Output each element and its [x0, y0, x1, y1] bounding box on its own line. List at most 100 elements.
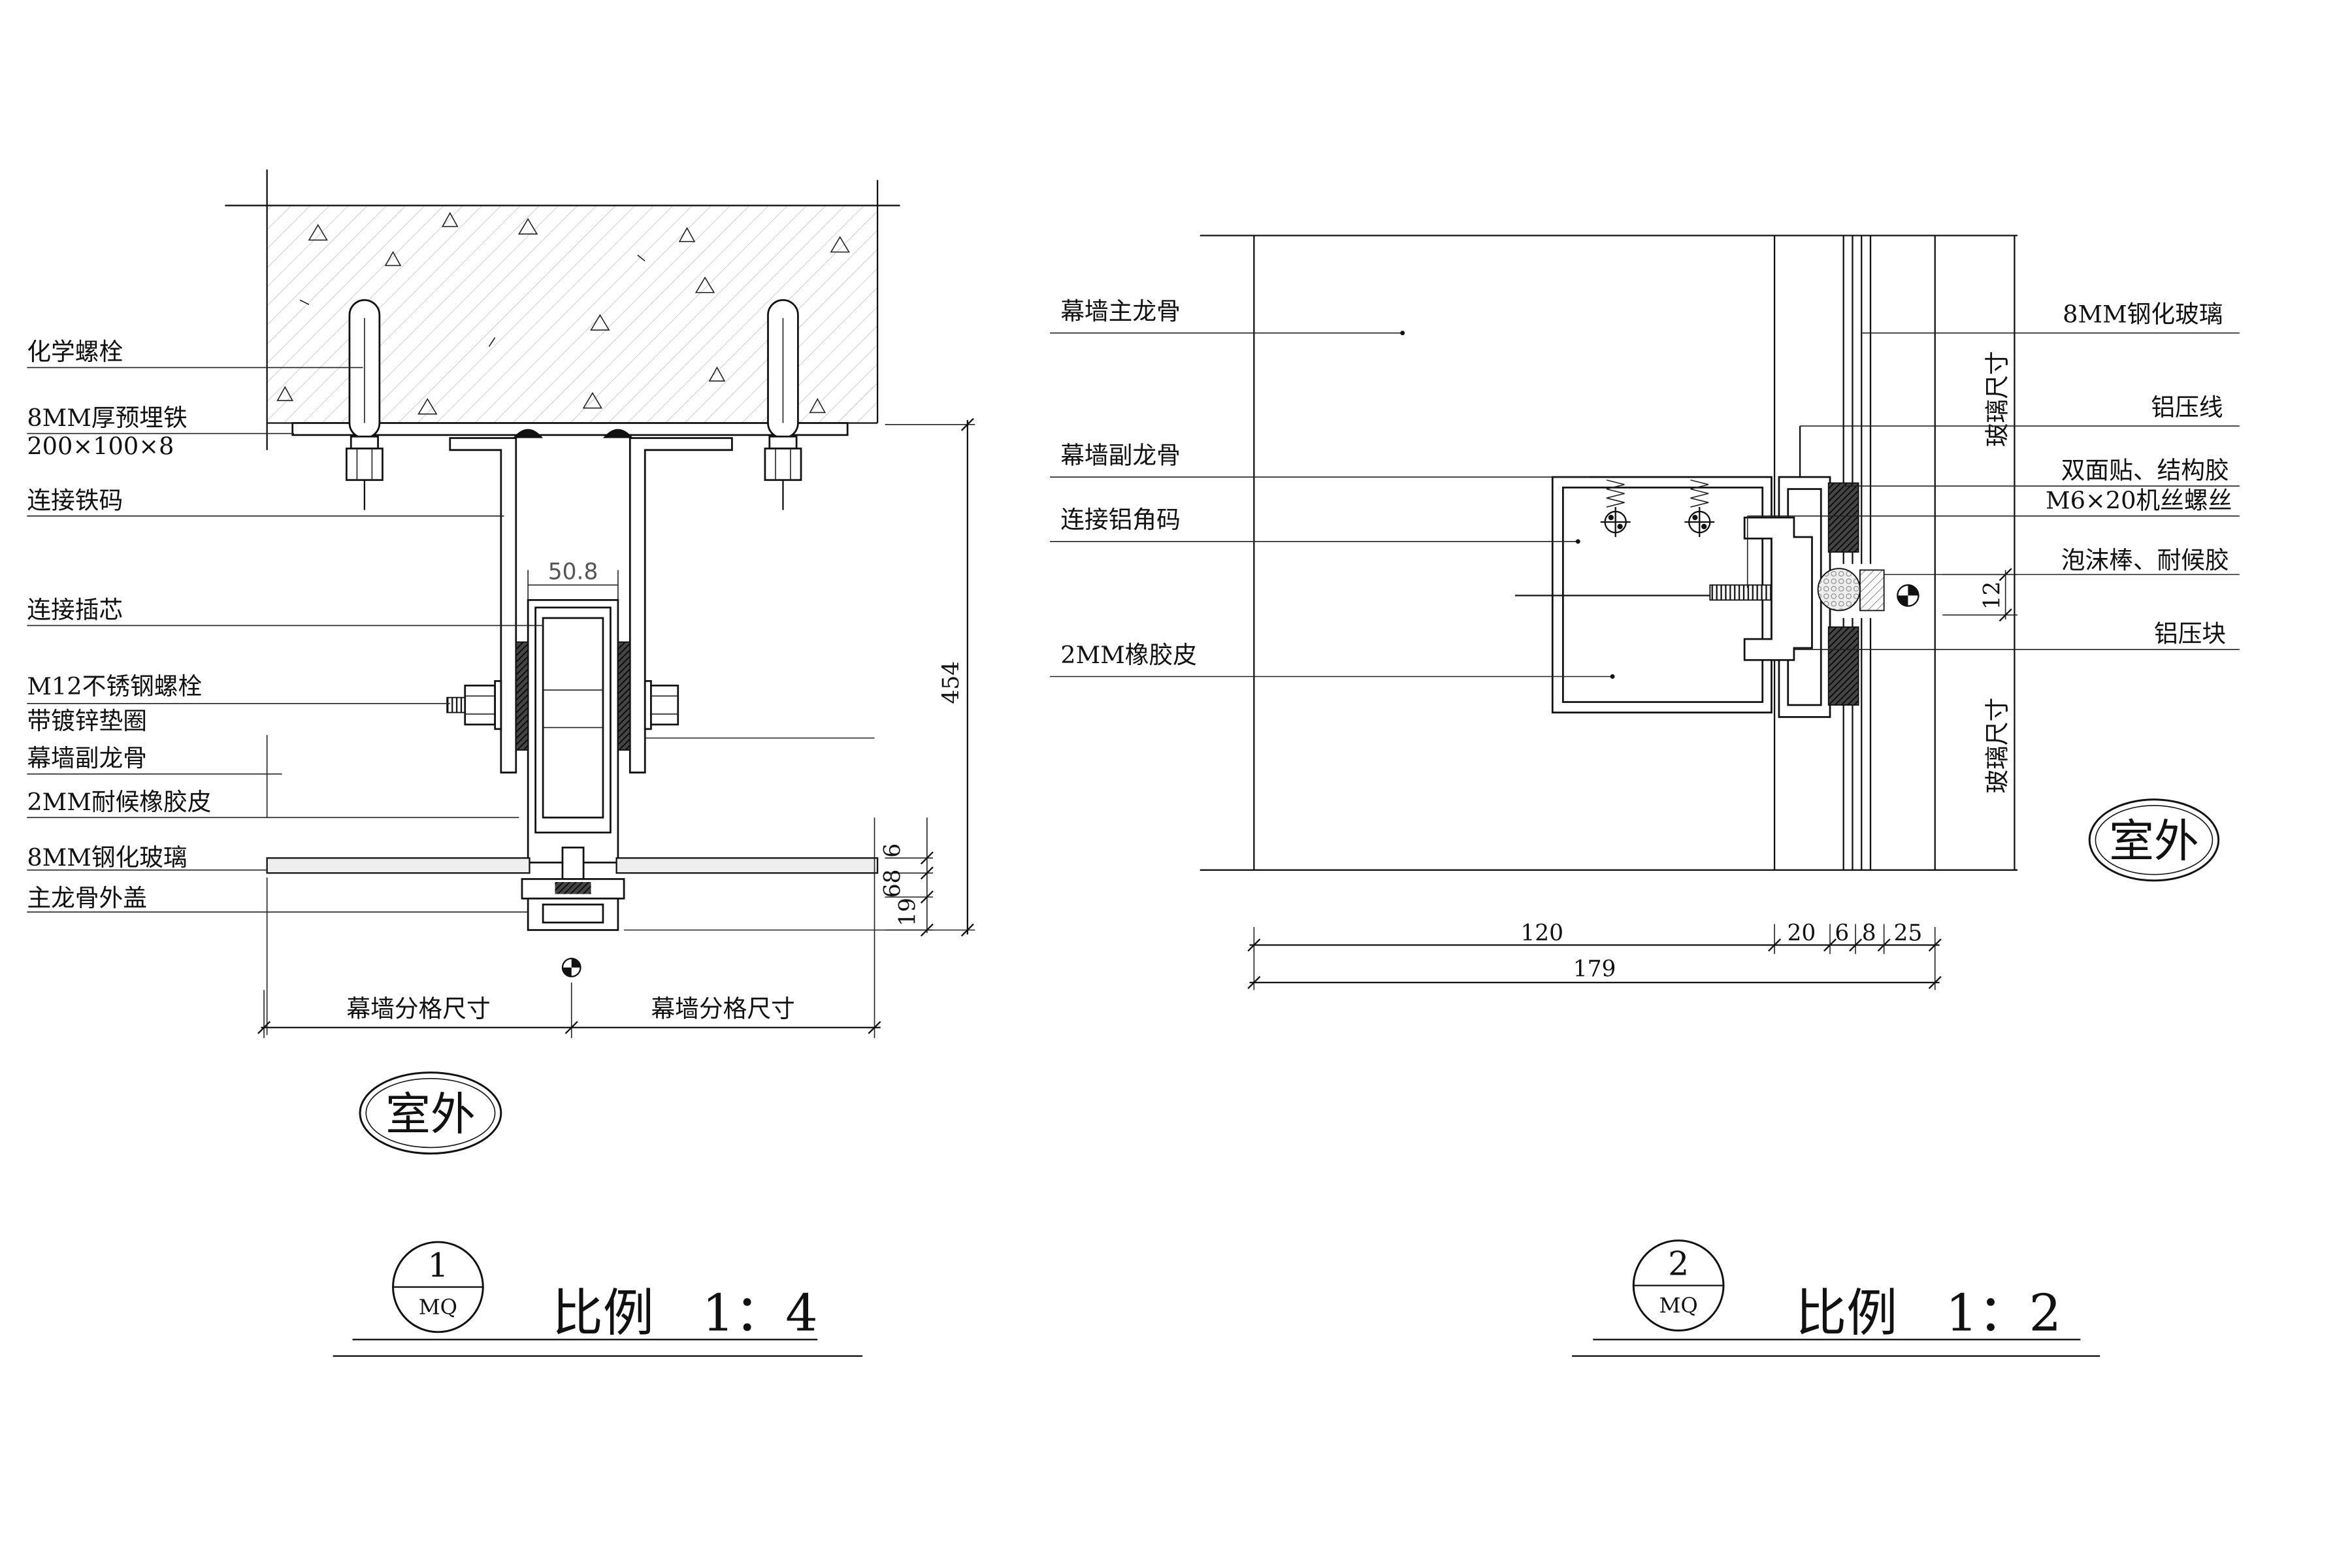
centre-mark	[1897, 584, 1919, 607]
embedded-plate	[291, 422, 849, 436]
bolt-washer-left	[494, 680, 502, 730]
label-main-mullion: 幕墙主龙骨	[1060, 297, 1181, 325]
structural-sealant-top	[1827, 482, 1859, 553]
dim-ticks	[960, 417, 974, 937]
detail-tag: 2 MQ	[1632, 1239, 1725, 1332]
cover-gasket	[555, 882, 591, 894]
dim-8: 8	[1862, 921, 1876, 947]
label-rubber: 2MM橡胶皮	[1060, 641, 1197, 669]
leader-dot	[1400, 331, 1405, 336]
bolt-nut	[764, 448, 802, 482]
label-embed-plate: 8MM厚预埋铁	[27, 404, 187, 432]
centre-quadrant	[571, 958, 581, 968]
bolt-washer	[350, 435, 379, 449]
scale-value: 1：2	[1946, 1284, 2061, 1343]
dim-19: 19	[895, 898, 921, 926]
spring	[1606, 479, 1625, 508]
dim-68: 68	[880, 869, 906, 898]
scale-value: 1：4	[702, 1284, 817, 1343]
label-embed-plate-size: 200×100×8	[27, 433, 174, 461]
scale-label: 比例	[552, 1284, 654, 1343]
dim-ticks	[1247, 938, 1942, 952]
sub-mullion-inner	[534, 606, 612, 834]
exterior-ellipse-outer	[359, 1071, 502, 1155]
pressure-block	[1743, 516, 1813, 661]
dim-extensions	[885, 857, 934, 931]
label-connector: 连接铁码	[27, 486, 123, 514]
exterior-mark: 室外	[2088, 798, 2220, 882]
chemical-bolt-right	[764, 299, 802, 510]
dim-height: 454	[938, 661, 964, 704]
leader-lines	[1050, 331, 2240, 679]
dim-ticks	[920, 851, 934, 937]
dim-6: 6	[1835, 921, 1849, 947]
cover-body	[527, 897, 619, 931]
bolt-thread	[446, 696, 466, 713]
centre-mark	[561, 957, 581, 977]
chemical-bolt-left	[345, 299, 384, 510]
glass-bottom	[1842, 617, 1872, 870]
label-glass-size-top: 玻璃尺寸	[1984, 351, 2012, 447]
screw-left	[1600, 479, 1631, 537]
dim-6: 6	[880, 843, 906, 858]
label-glass: 8MM钢化玻璃	[27, 843, 187, 872]
tag-number: 1	[427, 1246, 448, 1284]
weather-sealant	[1859, 569, 1885, 612]
bolt-nut	[345, 448, 384, 482]
dim-grid-right: 幕墙分格尺寸	[651, 995, 794, 1023]
screw-cross	[1600, 507, 1631, 537]
weld-left	[513, 429, 544, 438]
label-angle-bracket: 连接铝角码	[1060, 506, 1181, 534]
bolt-nut-left	[464, 684, 497, 726]
glass-top	[1842, 235, 1872, 564]
screw-cross	[1684, 507, 1715, 537]
label-washer: 带镀锌垫圈	[27, 707, 147, 735]
label-rubber: 2MM耐候橡胶皮	[27, 788, 211, 816]
foam-rod	[1817, 568, 1861, 612]
dim-25: 25	[1894, 921, 1923, 947]
leader-dot	[1575, 539, 1580, 544]
label-tape-sealant: 双面贴、结构胶	[2061, 456, 2229, 484]
screw-dot	[1617, 523, 1623, 530]
dim-20: 20	[1787, 921, 1816, 947]
connector-angle-right	[629, 437, 733, 774]
weld-right	[602, 429, 633, 438]
label-insert-core: 连接插芯	[27, 596, 123, 624]
dim-joint: 12	[1979, 581, 2005, 610]
exterior-mark: 室外	[359, 1071, 502, 1155]
screw-right	[1684, 479, 1715, 537]
label-pressure-block: 铝压块	[2154, 620, 2226, 648]
dim-total: 179	[1573, 956, 1616, 983]
concrete-aggregate	[276, 212, 850, 415]
screw-dot	[1608, 514, 1614, 521]
structural-sealant-bottom	[1827, 626, 1859, 706]
label-glass-size-bottom: 玻璃尺寸	[1984, 698, 2012, 794]
screw-dot	[1692, 514, 1698, 521]
label-screw: M6×20机丝螺丝	[2046, 486, 2232, 514]
rubber-pad-right	[617, 641, 631, 751]
centre-quadrant	[1908, 585, 1919, 596]
dim-120: 120	[1520, 921, 1563, 947]
exterior-ellipse-outer	[2088, 798, 2220, 882]
tag-code: MQ	[419, 1294, 457, 1319]
bolt-washer	[768, 435, 798, 449]
detail-2: 12 玻璃尺寸 玻璃尺寸 幕墙主龙骨 幕墙副龙骨 连接铝角码 2MM橡胶皮	[1050, 235, 2240, 1357]
tag-code: MQ	[1659, 1293, 1698, 1318]
bolt-nut-right	[650, 684, 679, 726]
label-chemical-bolt: 化学螺栓	[27, 338, 123, 366]
dim-ticks	[257, 1021, 881, 1034]
leader-dot	[1610, 674, 1615, 679]
label-pressure-line: 铝压线	[2151, 393, 2223, 421]
dim-grid-left: 幕墙分格尺寸	[346, 995, 490, 1023]
spring	[1690, 479, 1709, 508]
detail-tag: 1 MQ	[392, 1241, 484, 1333]
exterior-ellipse-inner	[2095, 805, 2213, 875]
cover-inner	[542, 904, 604, 924]
bolt-washer-right	[644, 680, 652, 730]
m12-bolt	[446, 680, 679, 730]
insert-core	[542, 617, 604, 819]
label-cover: 主龙骨外盖	[27, 884, 147, 912]
exterior-ellipse-inner	[365, 1077, 496, 1149]
centre-quadrant	[1897, 595, 1908, 606]
